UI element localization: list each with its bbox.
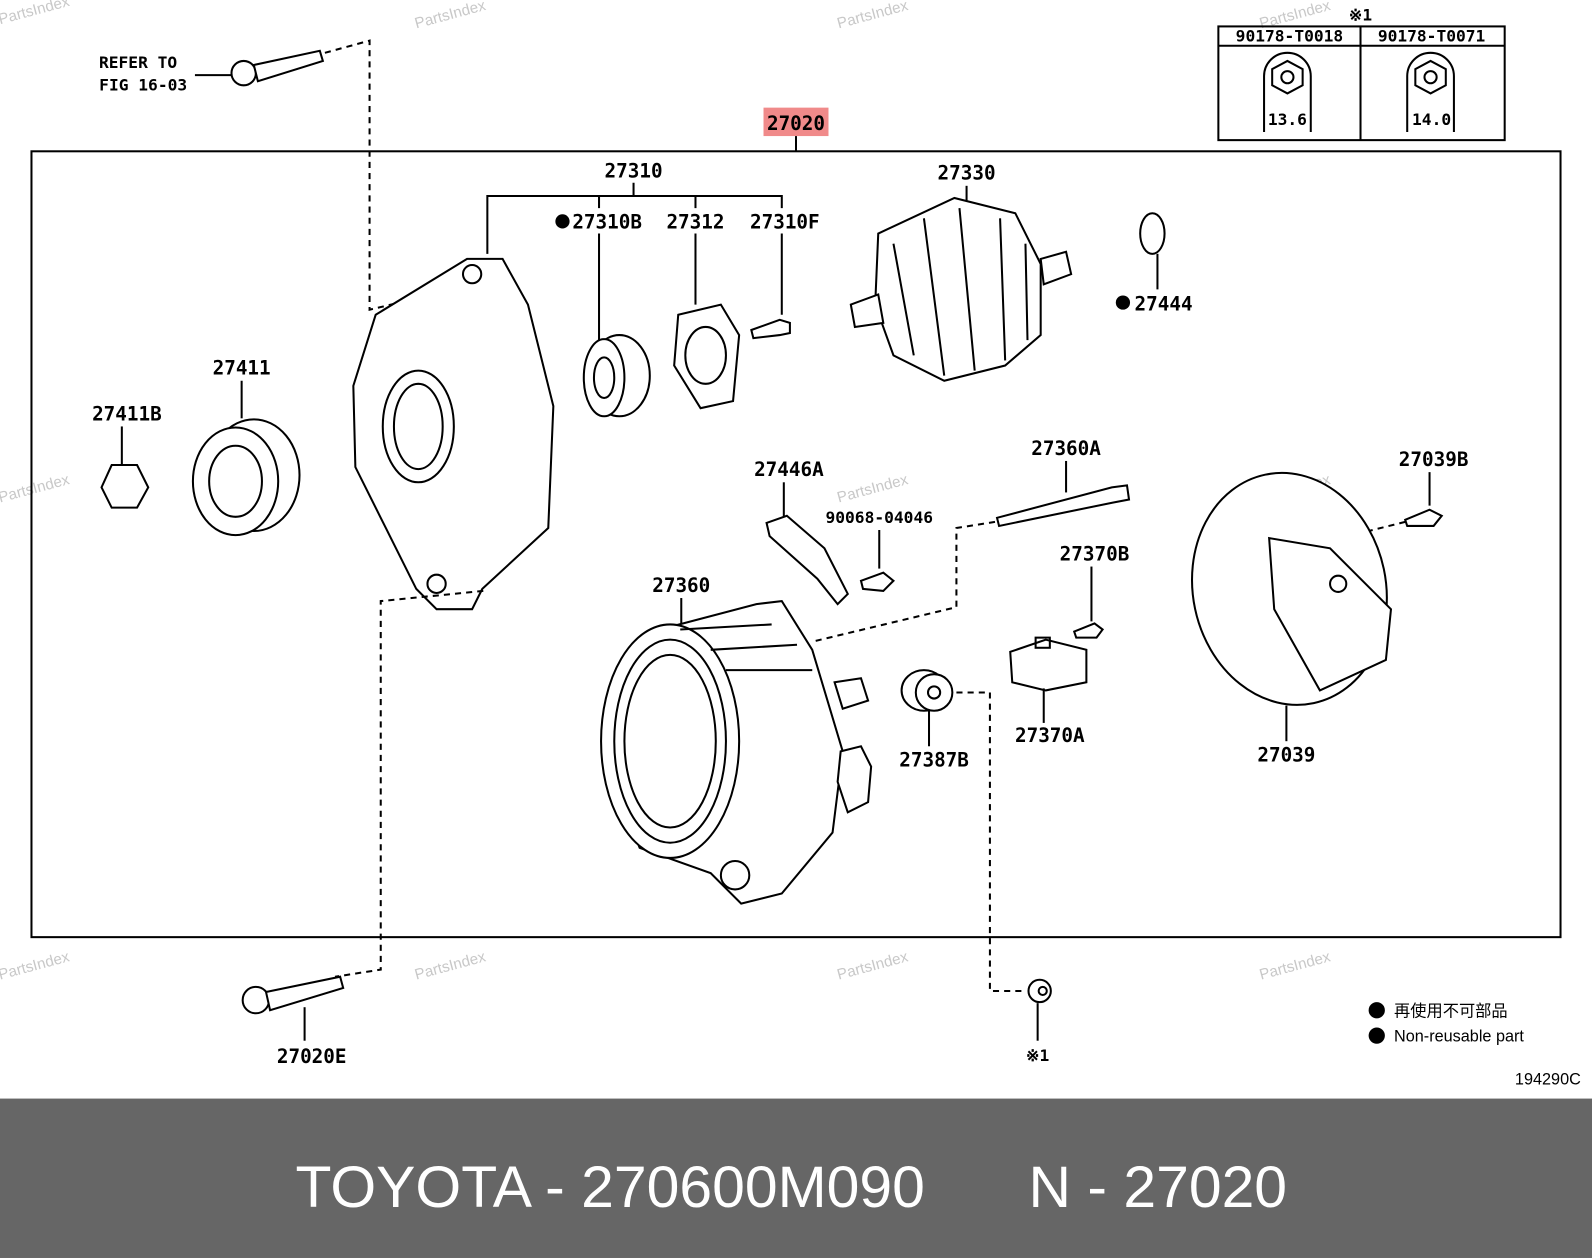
bolt-27020E (241, 975, 345, 1015)
nut-size-1: 13.6 (1268, 110, 1307, 129)
footer-brand-part: TOYOTA - 270600M090 (295, 1155, 924, 1220)
assembly-label[interactable]: 27020 (767, 112, 825, 135)
watermark: PartsIndex (1258, 948, 1333, 983)
through-bolt-27360A (995, 484, 1131, 528)
retainer-27312 (673, 303, 741, 410)
brush-holder-27370A (1009, 636, 1088, 692)
screw-90068 (859, 571, 895, 592)
pulley-27411 (191, 418, 301, 537)
nut-size-2: 14.0 (1412, 110, 1451, 129)
part-label-27310F[interactable]: 27310F (750, 210, 820, 233)
watermark: PartsIndex (835, 948, 910, 983)
nut-icon (1263, 51, 1312, 133)
part-label-27387B[interactable]: 27387B (899, 749, 969, 772)
legend-en: Non-reusable part (1394, 1028, 1524, 1046)
screw-27039B (1403, 508, 1444, 527)
watermark: PartsIndex (835, 0, 910, 32)
nut-part-2[interactable]: 90178-T0071 (1378, 27, 1486, 46)
insulator-27387B (900, 669, 954, 712)
refer-text-2: FIG 16-03 (99, 75, 187, 94)
part-label-90068-04046[interactable]: 90068-04046 (825, 508, 933, 527)
legend-bullet (1368, 1027, 1385, 1044)
watermark: PartsIndex (413, 948, 488, 983)
part-label-27444[interactable]: 27444 (1135, 293, 1193, 316)
watermark: PartsIndex (0, 948, 72, 983)
pulley-nut-27411B (100, 464, 150, 509)
screw-27310F (750, 318, 791, 340)
nut-icon (1027, 978, 1052, 1004)
rotor-27330 (849, 196, 1073, 382)
legend-bullet (1368, 1002, 1385, 1019)
footer-ref: N - 27020 (1029, 1155, 1288, 1220)
part-label-27370B[interactable]: 27370B (1060, 542, 1130, 565)
part-label-27310[interactable]: 27310 (605, 160, 663, 183)
figure-code: 194290C (1515, 1070, 1581, 1088)
watermark: PartsIndex (0, 0, 72, 28)
nut-part-1[interactable]: 90178-T0018 (1236, 27, 1344, 46)
part-label-27360[interactable]: 27360 (652, 574, 710, 597)
part-label-27370A[interactable]: 27370A (1015, 724, 1085, 747)
part-label-27446A[interactable]: 27446A (754, 458, 824, 481)
bolt-icon (230, 49, 325, 87)
rear-cover-27039 (1191, 471, 1393, 706)
drive-end-frame (352, 257, 555, 611)
refer-text-1: REFER TO (99, 53, 177, 72)
part-label-27330[interactable]: 27330 (938, 162, 996, 185)
rectifier-end-frame-27360 (600, 599, 873, 905)
part-label-27411[interactable]: 27411 (213, 357, 271, 380)
part-label-27360A[interactable]: 27360A (1031, 437, 1101, 460)
watermark: PartsIndex (835, 471, 910, 506)
part-label-note1[interactable]: ※1 (1026, 1046, 1049, 1065)
plate-27446A (765, 514, 850, 606)
non-reusable-bullet (1115, 295, 1131, 310)
bearing-27310B (582, 334, 651, 418)
part-label-27310B[interactable]: 27310B (572, 210, 642, 233)
assembly-highlight (763, 107, 829, 137)
part-label-27039B[interactable]: 27039B (1399, 448, 1469, 471)
nut-table: 90178-T0018 90178-T0071 13.6 14.0 (1217, 25, 1506, 142)
footer-bar (0, 1098, 1592, 1258)
part-label-27020E[interactable]: 27020E (277, 1045, 347, 1068)
legend-jp: 再使用不可部品 (1394, 1002, 1508, 1020)
part-label-27312[interactable]: 27312 (666, 210, 724, 233)
non-reusable-bullet (555, 214, 570, 229)
part-label-27411B[interactable]: 27411B (92, 402, 162, 425)
watermark: PartsIndex (0, 471, 72, 506)
nut-icon (1406, 51, 1455, 133)
watermark: PartsIndex (413, 0, 488, 32)
part-label-27039[interactable]: 27039 (1257, 743, 1315, 766)
screw-27370B (1072, 622, 1105, 639)
washer-27444 (1139, 212, 1166, 255)
nut-table-note: ※1 (1349, 5, 1372, 24)
